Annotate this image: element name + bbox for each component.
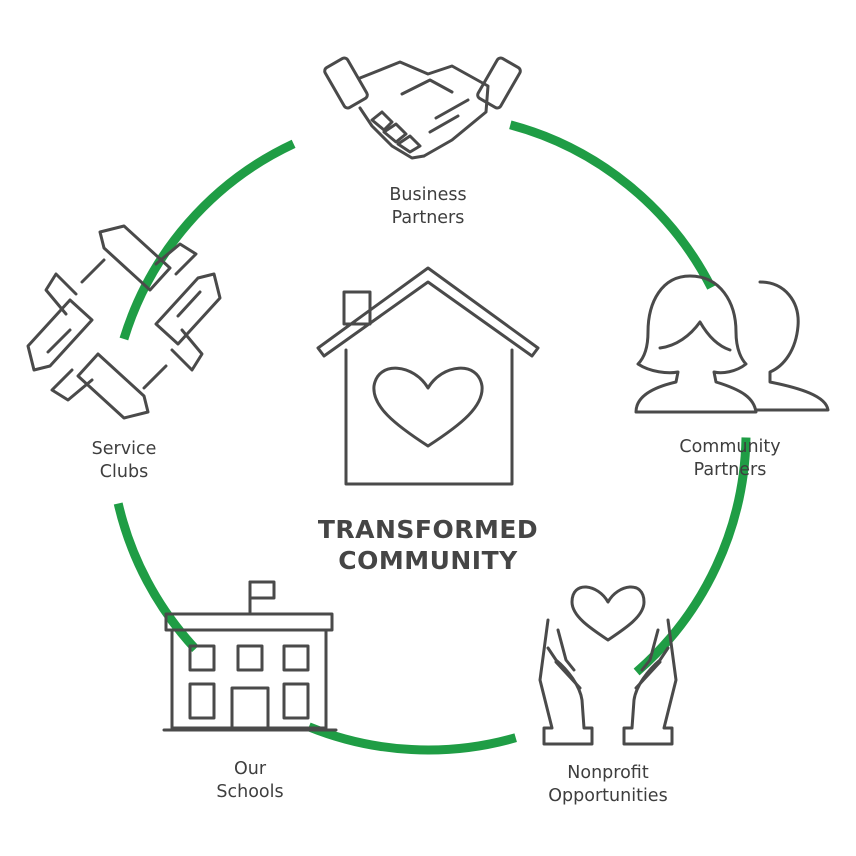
node-label-community: Community Partners [650, 436, 810, 482]
people-icon [634, 274, 830, 414]
nonprofit-line1: Nonprofit [567, 763, 649, 783]
hands-heart-icon [538, 585, 678, 746]
ring-arc-left [113, 502, 199, 652]
business-line1: Business [389, 185, 467, 205]
center-title-line2: COMMUNITY [338, 546, 518, 575]
community-line1: Community [679, 437, 781, 457]
center-title: TRANSFORMED COMMUNITY [278, 514, 578, 576]
ring-arc-right [633, 437, 751, 676]
linked-arms-icon [26, 224, 222, 420]
community-line2: Partners [693, 460, 767, 480]
center-title-line1: TRANSFORMED [317, 515, 539, 544]
node-label-service: Service Clubs [44, 438, 204, 484]
ring-arc-top-left [119, 139, 296, 341]
node-label-business: Business Partners [348, 184, 508, 230]
node-label-schools: Our Schools [170, 758, 330, 804]
service-line2: Clubs [99, 462, 149, 482]
schools-line2: Schools [216, 782, 284, 802]
nonprofit-line2: Opportunities [548, 786, 668, 806]
service-line1: Service [91, 439, 157, 459]
schools-line1: Our [233, 759, 267, 779]
house-heart-icon [316, 266, 540, 486]
school-building-icon [162, 580, 338, 732]
ring-arc-top-right [509, 120, 716, 290]
business-line2: Partners [391, 208, 465, 228]
node-label-nonprofit: Nonprofit Opportunities [518, 762, 698, 808]
handshake-icon [323, 56, 522, 160]
ring-arc-bottom [307, 722, 517, 755]
ring-arcs [113, 120, 751, 755]
